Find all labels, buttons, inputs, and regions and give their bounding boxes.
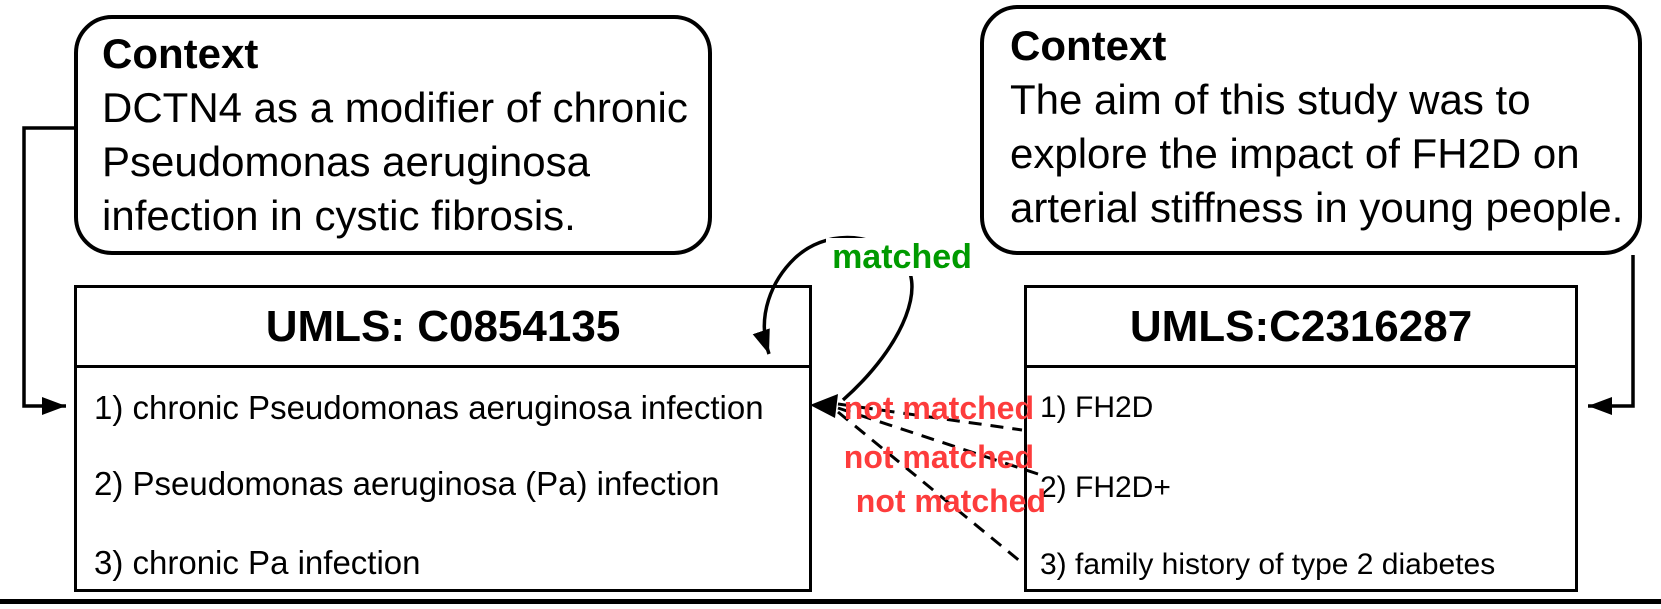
right-context-bubble: Context The aim of this study was to exp… — [980, 5, 1642, 255]
left-context-connector-arrow — [22, 126, 76, 415]
not-matched-label-1: not matched — [843, 390, 1034, 426]
right-umls-item-3: 3) family history of type 2 diabetes — [1040, 548, 1496, 581]
left-context-title: Context — [102, 30, 259, 77]
left-umls-item-2: 2) Pseudomonas aeruginosa (Pa) infection — [94, 465, 720, 502]
right-umls-item-2: 2) FH2D+ — [1040, 471, 1171, 504]
left-context-bubble: Context DCTN4 as a modifier of chronic P… — [74, 15, 712, 255]
right-context-connector-arrow — [1588, 255, 1635, 415]
left-context-line-1: DCTN4 as a modifier of chronic — [102, 84, 688, 131]
right-context-line-1: The aim of this study was to — [1010, 76, 1531, 123]
right-context-line-2: explore the impact of FH2D on — [1010, 130, 1580, 177]
left-context-line-3: infection in cystic fibrosis. — [102, 192, 576, 239]
right-umls-box: UMLS:C2316287 1) FH2D 2) FH2D+ 3) family… — [1024, 285, 1578, 592]
left-context-line-2: Pseudomonas aeruginosa — [102, 138, 591, 185]
right-context-line-3: arterial stiffness in young people. — [1010, 184, 1624, 231]
left-umls-box: UMLS: C0854135 1) chronic Pseudomonas ae… — [74, 285, 812, 592]
right-context-title: Context — [1010, 22, 1167, 69]
left-umls-item-3: 3) chronic Pa infection — [94, 544, 421, 581]
right-umls-item-1: 1) FH2D — [1040, 391, 1154, 424]
left-umls-item-1: 1) chronic Pseudomonas aeruginosa infect… — [94, 389, 764, 426]
right-umls-header: UMLS:C2316287 — [1027, 288, 1575, 368]
left-umls-header: UMLS: C0854135 — [77, 288, 809, 368]
not-matched-label-2: not matched — [843, 439, 1034, 475]
figure-bottom-rule — [0, 599, 1661, 604]
matched-label: matched — [826, 238, 978, 276]
not-matched-label-3: not matched — [855, 483, 1046, 519]
